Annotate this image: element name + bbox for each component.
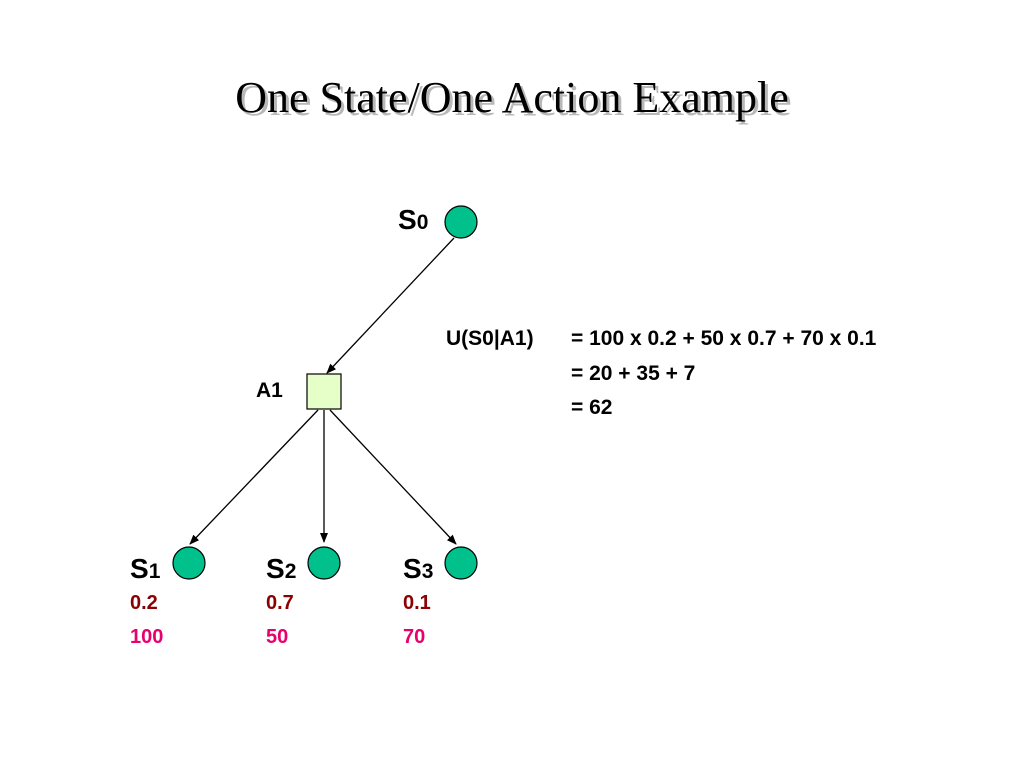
state-node-s3: [444, 546, 478, 580]
equation-line-1: = 100 x 0.2 + 50 x 0.7 + 70 x 0.1: [571, 327, 877, 350]
action-node-a1: [306, 373, 342, 410]
state-label-s0: S0: [398, 204, 429, 235]
slide-title: One State/One Action Example: [235, 73, 789, 122]
utility-s3: 70: [403, 626, 426, 648]
edge-s0-a1: [326, 237, 455, 374]
probability-s2: 0.7: [266, 592, 294, 614]
edge-a1-s3: [329, 409, 457, 545]
edge-a1-s1: [189, 409, 319, 545]
equation-lhs: U(S0|A1): [446, 327, 534, 350]
action-label-a1: A1: [256, 379, 283, 402]
probability-s3: 0.1: [403, 592, 431, 614]
utility-s2: 50: [266, 626, 289, 648]
utility-s1: 100: [130, 626, 164, 648]
state-label-s3: S3: [403, 553, 434, 584]
state-label-s1: S1: [130, 553, 161, 584]
equation-line-3: = 62: [571, 396, 613, 419]
state-node-s0: [444, 205, 478, 239]
state-label-s2: S2: [266, 553, 297, 584]
equation-line-2: = 20 + 35 + 7: [571, 362, 696, 385]
state-node-s1: [172, 546, 206, 580]
probability-s1: 0.2: [130, 592, 158, 614]
state-node-s2: [307, 546, 341, 580]
